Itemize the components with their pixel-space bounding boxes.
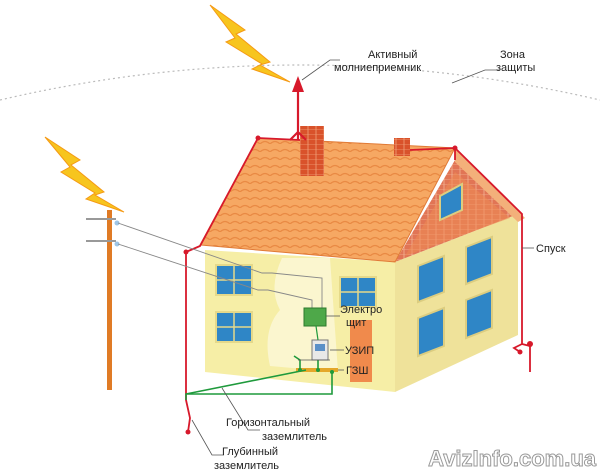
spd-label: УЗИП <box>345 345 374 357</box>
protection-zone-arc <box>0 64 600 101</box>
conductor-nodes <box>183 135 533 435</box>
ground-nodes <box>298 368 334 374</box>
air-terminal <box>289 90 307 141</box>
zone-label: Зона <box>500 49 526 61</box>
watermark: AvizInfo.com.ua <box>428 446 597 471</box>
chimney <box>394 138 410 156</box>
main-bus-label: ГЗШ <box>346 365 368 377</box>
window-frames <box>216 265 376 342</box>
deep-ground-label: Глубинный <box>222 446 278 458</box>
horizontal-ground-label: Горизонтальный <box>226 417 310 429</box>
electrical-panel <box>303 307 327 327</box>
label-leaders <box>191 59 534 456</box>
chimney <box>300 126 324 176</box>
side-windows <box>417 182 493 358</box>
utility-pole <box>86 210 120 390</box>
panel-to-spd-wire <box>315 325 319 341</box>
downconductor-label: Спуск <box>536 243 566 255</box>
panel-label-2: щит <box>346 317 366 329</box>
panel-label: Электро <box>340 304 382 316</box>
deep-ground-label-2: заземлитель <box>214 460 279 472</box>
air-terminal-tip-icon <box>292 76 304 92</box>
house-gable-fill <box>405 172 510 256</box>
zone-label-2: защиты <box>496 62 535 74</box>
lightning-bolt-icon <box>44 136 125 213</box>
spd-device-window <box>315 344 325 351</box>
active-terminal-label: Активный <box>368 49 417 61</box>
active-terminal-label-2: молниеприемник <box>334 62 421 74</box>
lightning-bolt-icon <box>209 4 291 83</box>
front-door <box>350 320 372 382</box>
horizontal-ground-label-2: заземлитель <box>262 431 327 443</box>
power-wires <box>117 222 323 310</box>
